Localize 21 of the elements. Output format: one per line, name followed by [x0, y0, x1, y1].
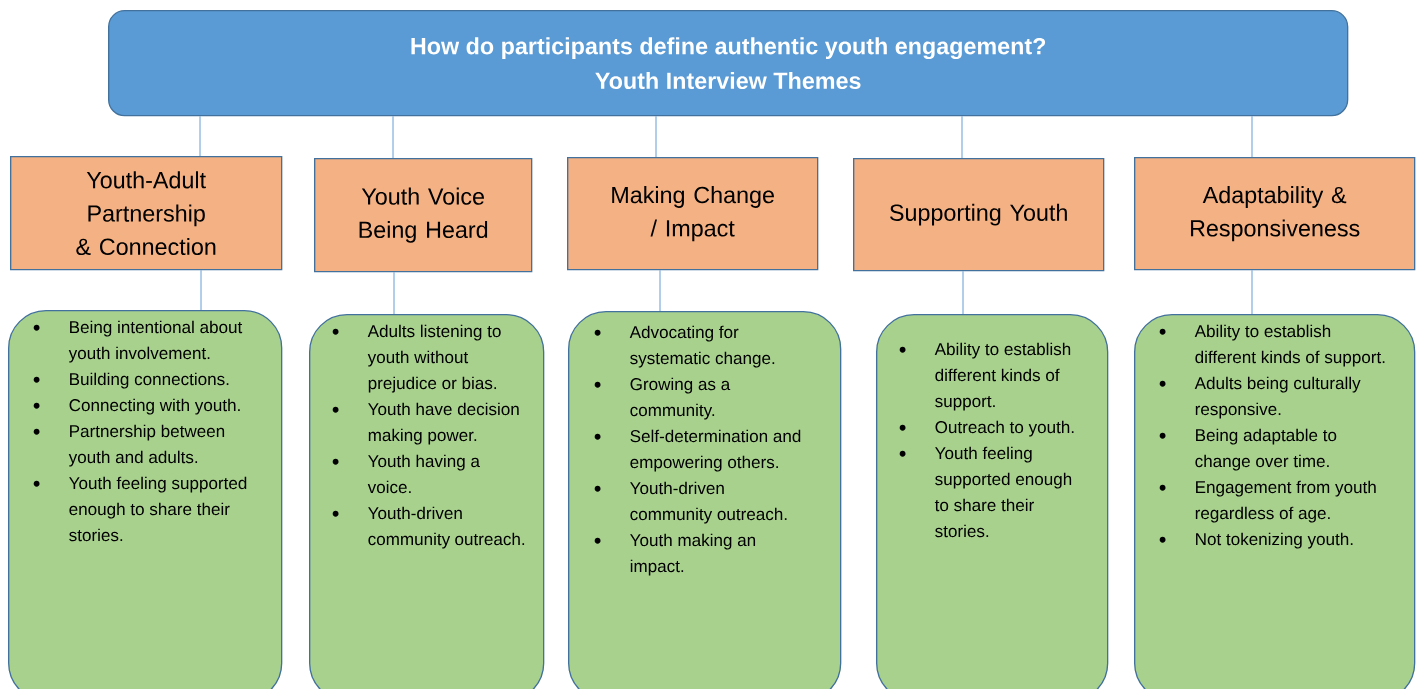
connector-line: [199, 115, 201, 157]
connector-line: [1251, 115, 1253, 158]
theme-box: Youth-Adult Partnership & Connection: [10, 156, 283, 271]
theme-box: Supporting Youth: [853, 158, 1105, 272]
list-box: Ability to establish different kinds of support. Adults being culturally responsive. Being adaptable to change over time. Engagement from youth regardless of age. Not tokenizing youth.: [1134, 314, 1416, 689]
connector-line: [392, 115, 394, 159]
connector-line: [655, 115, 657, 158]
theme-box: Making Change / Impact: [567, 157, 819, 271]
connector-line: [393, 271, 395, 315]
connector-line: [961, 115, 963, 159]
list-box: Ability to establish different kinds of support. Outreach to youth. Youth feeling supported enough to share their stories.: [876, 314, 1109, 689]
connector-line: [200, 269, 202, 311]
list-box: Advocating for systematic change. Growing as a community. Self-determination and empowering others. Youth-driven community outreach. Youth making an impact.: [568, 311, 842, 689]
connector-line: [1251, 269, 1253, 315]
list-box: Adults listening to youth without prejudice or bias. Youth have decision making power. Youth having a voice. Youth-driven community outreach.: [309, 314, 545, 689]
title-box: How do participants define authentic youth engagement? Youth Interview Themes: [108, 10, 1349, 117]
connector-line: [962, 270, 964, 315]
theme-box: Adaptability & Responsiveness: [1134, 157, 1416, 271]
connector-line: [659, 269, 661, 312]
list-box: Being intentional about youth involvement. Building connections. Connecting with youth. Partnership between youth and adults. Youth feeling supported enough to share their stories.: [8, 310, 283, 689]
theme-box: Youth Voice Being Heard: [314, 158, 533, 273]
